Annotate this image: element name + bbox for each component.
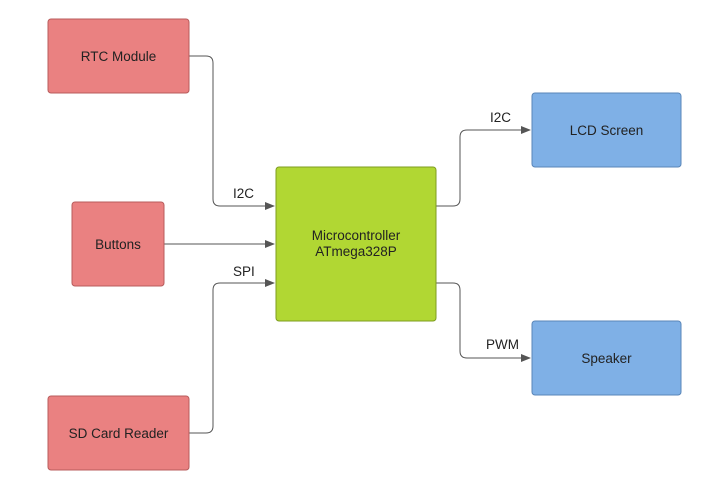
node-sd-card-reader-box <box>47 395 190 471</box>
node-lcd-screen-box <box>531 92 682 168</box>
edge-label-sd-mcu: SPI <box>233 264 255 279</box>
node-speaker-label: Speaker <box>581 351 632 366</box>
node-buttons[interactable]: Buttons <box>71 201 165 287</box>
node-microcontroller-box <box>275 166 437 322</box>
node-lcd-screen-label: LCD Screen <box>570 123 644 138</box>
edge-mcu-to-lcd <box>436 126 531 207</box>
node-sd-card-reader[interactable]: SD Card Reader <box>47 395 190 471</box>
edge-mcu-to-speaker <box>436 282 531 362</box>
node-buttons-label: Buttons <box>95 237 141 252</box>
node-buttons-box <box>71 201 165 287</box>
edge-rtc-to-mcu <box>189 55 275 210</box>
node-speaker-box <box>531 320 682 396</box>
node-lcd-screen[interactable]: LCD Screen <box>531 92 682 168</box>
node-microcontroller-label-line1: Microcontroller <box>312 228 401 243</box>
edges <box>164 55 531 434</box>
node-rtc-module[interactable]: RTC Module <box>47 18 190 94</box>
edge-labels: I2C SPI I2C PWM <box>233 110 519 352</box>
node-speaker[interactable]: Speaker <box>531 320 682 396</box>
edge-sd-to-mcu <box>189 279 275 434</box>
edge-label-mcu-lcd: I2C <box>490 110 511 125</box>
edge-label-mcu-speaker: PWM <box>486 337 519 352</box>
node-rtc-module-label: RTC Module <box>81 49 157 64</box>
node-microcontroller[interactable]: Microcontroller ATmega328P <box>275 166 437 322</box>
node-sd-card-reader-label: SD Card Reader <box>69 426 169 441</box>
node-microcontroller-label-line2: ATmega328P <box>315 244 397 259</box>
node-rtc-module-box <box>47 18 190 94</box>
edge-label-rtc-mcu: I2C <box>233 186 254 201</box>
